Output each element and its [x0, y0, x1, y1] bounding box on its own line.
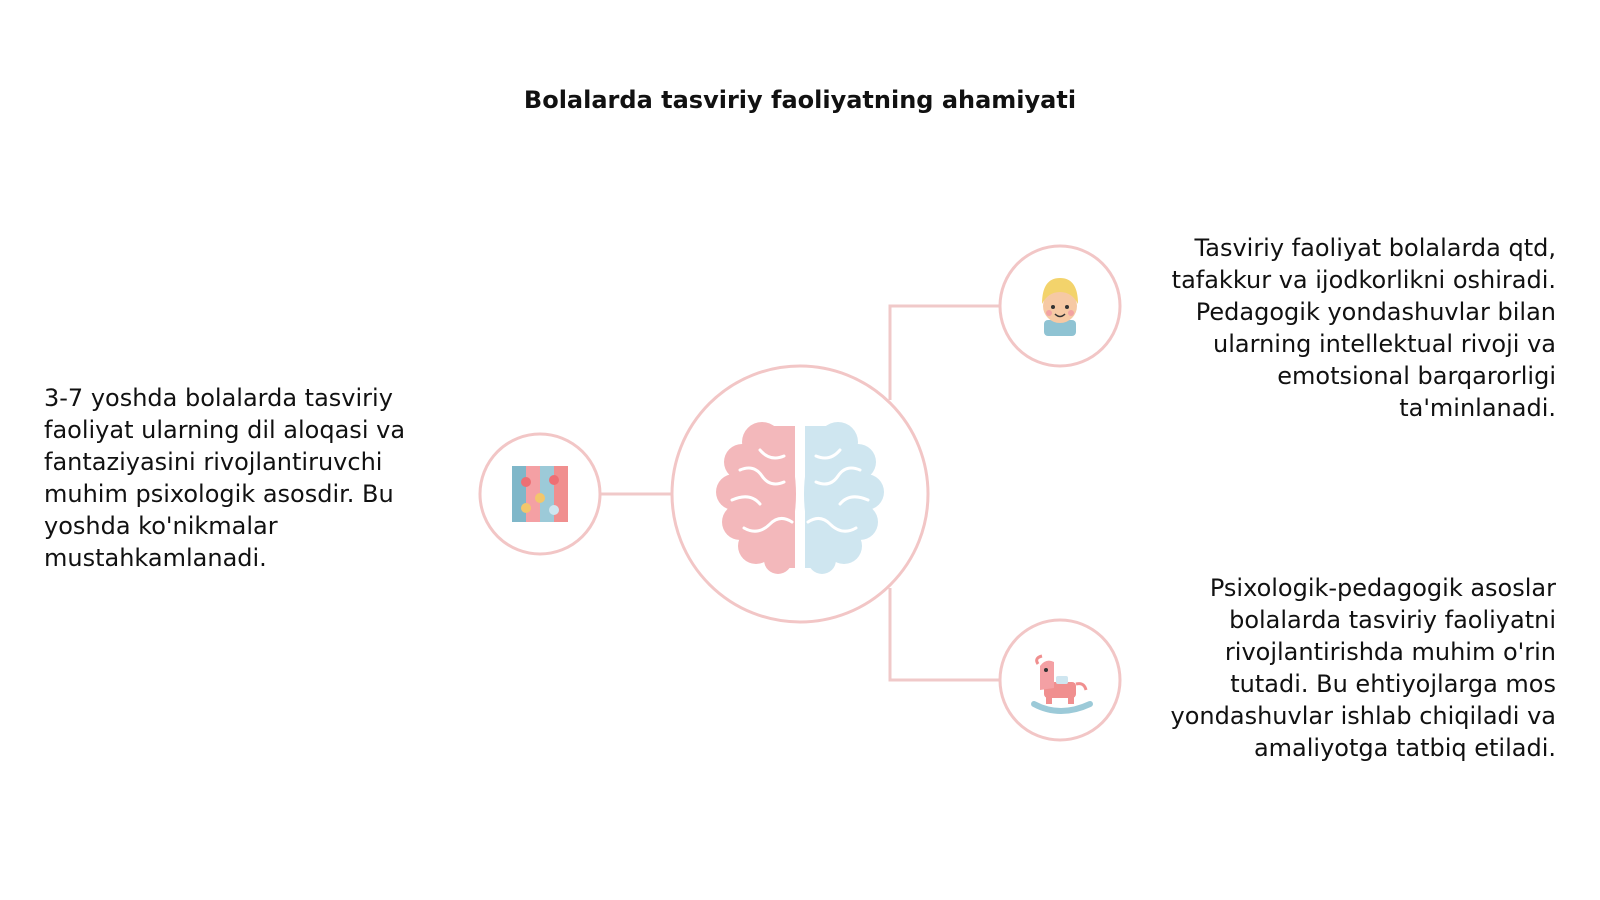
bottom-right-description: Psixologik-pedagogik asoslar bolalarda t…	[1170, 574, 1556, 762]
diagram-title: Bolalarda tasviriy faoliyatning ahamiyat…	[523, 86, 1077, 114]
rocking-horse-icon	[1031, 654, 1093, 714]
top-right-description: Tasviriy faoliyat bolalarda qtd, tafakku…	[1171, 234, 1556, 422]
brain-icon	[716, 422, 884, 574]
center-node	[670, 364, 930, 624]
child-face-icon	[1042, 278, 1078, 336]
bottom-right-node	[998, 618, 1122, 742]
top-right-node	[998, 244, 1122, 368]
connector-bottom-right	[888, 588, 1000, 682]
connector-top-right	[888, 304, 1000, 400]
left-description: 3-7 yoshda bolalarda tasviriy faoliyat u…	[44, 384, 406, 572]
puzzle-icon	[512, 466, 568, 522]
left-node	[478, 432, 602, 556]
connectors	[591, 304, 1000, 682]
